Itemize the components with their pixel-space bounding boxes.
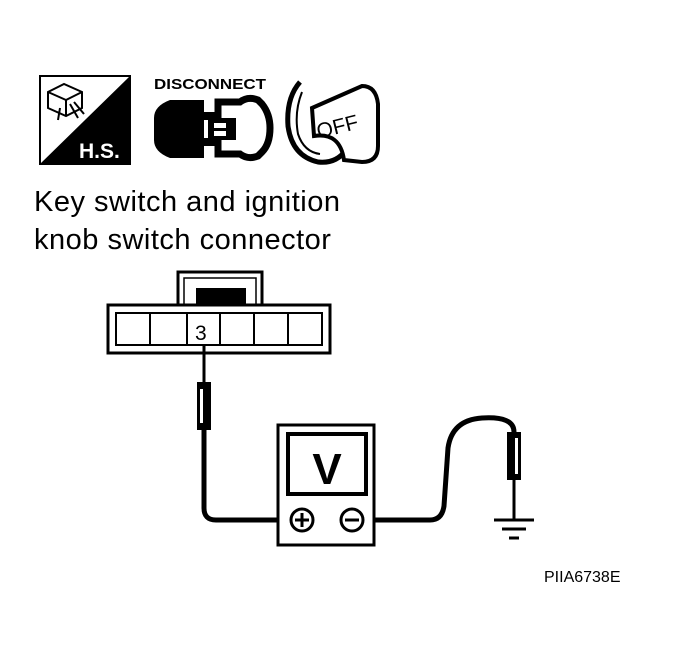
mini-connector-icon [47, 82, 85, 121]
connector: 3 [106, 270, 332, 355]
positive-terminal-icon [289, 507, 315, 533]
figure-id: PIIA6738E [544, 569, 621, 586]
voltmeter: V [276, 423, 376, 547]
hs-label: H.S. [79, 140, 120, 163]
harness-side-icon: H.S. [39, 75, 131, 165]
negative-terminal-icon [339, 507, 365, 533]
ground-symbol [494, 518, 534, 540]
probe-positive [197, 345, 211, 430]
title-line-1: Key switch and ignition [34, 186, 341, 218]
wire-negative [364, 415, 517, 523]
disconnect-icon: DISCONNECT [154, 76, 274, 162]
wire-positive [201, 430, 292, 523]
title-line-2: knob switch connector [34, 224, 332, 256]
connector-lock-tab [196, 288, 246, 304]
connector-terminals [149, 313, 289, 345]
voltmeter-label: V [312, 445, 342, 494]
ignition-key-off-icon: OFF [285, 80, 380, 165]
terminal-number: 3 [195, 322, 207, 345]
probe-negative [507, 432, 521, 520]
disconnect-label: DISCONNECT [154, 76, 266, 93]
